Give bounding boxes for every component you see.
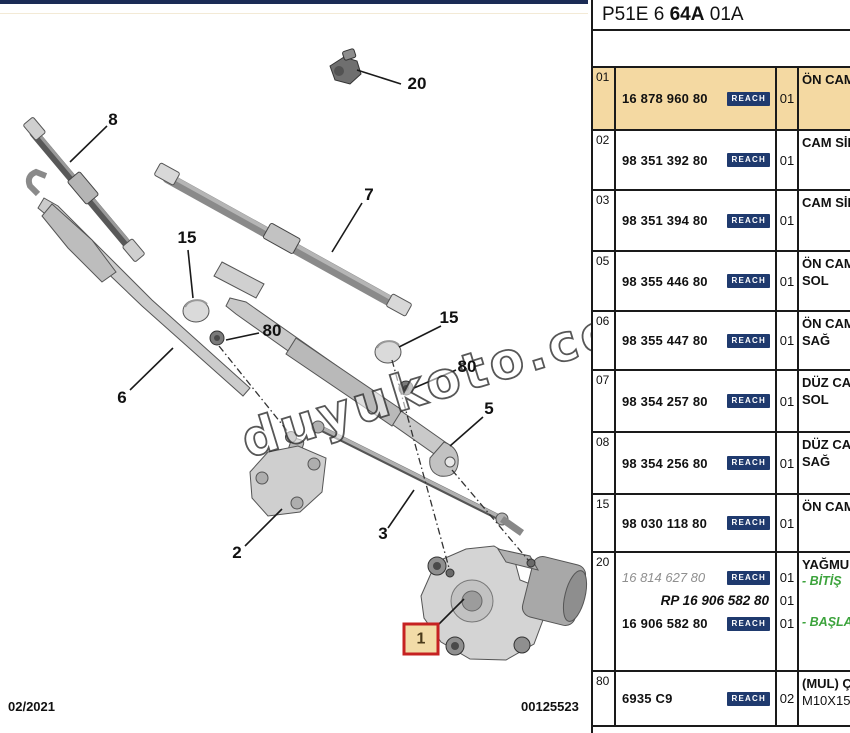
callout-80-right: 80 [457, 357, 477, 376]
part-number: 98 030 118 80 [622, 515, 708, 531]
callout-3: 3 [378, 524, 388, 543]
quantity-column: 01 01 01 [777, 553, 799, 670]
reach-badge[interactable]: REACH [726, 213, 770, 228]
callout-2: 2 [232, 543, 242, 562]
quantity: 02 [777, 672, 799, 725]
wiper-blade-8 [23, 117, 145, 262]
quantity: 01 [777, 131, 799, 189]
item-number: 06 [593, 312, 616, 369]
assembly-axis-lines [218, 345, 530, 569]
part-number: 98 355 447 80 [622, 333, 708, 348]
decor-line [0, 13, 588, 14]
pivot-cap-15-right [374, 340, 402, 364]
part-number-replacement: RP 16 906 582 80 [660, 593, 769, 608]
parts-table: P51E 6 64A 01A 01 16 878 960 80 REACH 01 … [591, 0, 850, 733]
linkage-rod-3 [311, 420, 525, 536]
callout-7: 7 [364, 185, 374, 204]
reach-badge[interactable]: REACH [726, 570, 770, 585]
table-row[interactable]: 15 98 030 118 80 REACH 01 ÖN CAM [593, 495, 850, 553]
callout-8: 8 [108, 110, 118, 129]
callout-5: 5 [484, 399, 494, 418]
reach-badge[interactable]: REACH [726, 394, 770, 408]
item-number: 15 [593, 495, 616, 551]
callout-20: 20 [407, 74, 427, 93]
part-description: CAM SİL [802, 195, 850, 210]
item-number: 07 [593, 371, 616, 431]
rain-sensor-20 [329, 48, 362, 85]
wiper-arm-5 [213, 261, 459, 477]
table-spacer [593, 31, 850, 68]
item-number: 05 [593, 252, 616, 310]
document-number: 00125523 [521, 699, 579, 714]
figure-code: P51E 6 64A 01A [593, 0, 850, 31]
part-number: 98 355 446 80 [622, 273, 708, 289]
exploded-diagram: duyukoto.com 20 8 7 6 15 80 15 80 5 3 2 … [0, 0, 591, 714]
quantity: 01 [777, 252, 799, 310]
wiper-motor-assembly-1 [420, 545, 588, 661]
callout-6: 6 [117, 388, 127, 407]
reach-badge[interactable]: REACH [726, 616, 770, 631]
part-number: 16 906 582 80 [622, 616, 708, 631]
part-description: ÖN CAM [802, 499, 850, 514]
quantity: 01 [777, 312, 799, 369]
part-number: 98 351 392 80 [622, 152, 708, 168]
part-description: YAĞMU - BİTİŞ - BAŞLA [802, 557, 850, 629]
pivot-cap-15-left [182, 299, 210, 323]
callout-leader-lines [69, 69, 484, 627]
quantity: 01 [777, 495, 799, 551]
callout-15-left: 15 [177, 228, 197, 247]
callout-80-left: 80 [262, 321, 282, 340]
revision-date: 02/2021 [8, 699, 55, 714]
table-row[interactable]: 03 98 351 394 80 REACH 01 CAM SİL [593, 191, 850, 252]
table-row[interactable]: 20 16 814 627 80 REACH RP 16 906 582 80 1… [593, 553, 850, 672]
part-number: 6935 C9 [622, 691, 673, 706]
part-number: 98 354 257 80 [622, 393, 708, 409]
table-row[interactable]: 01 16 878 960 80 REACH 01 ÖN CAM [593, 68, 850, 131]
part-number: 16 878 960 80 [622, 91, 708, 106]
quantity: 01 [777, 68, 799, 129]
reach-badge[interactable]: REACH [726, 456, 770, 470]
item-number: 08 [593, 433, 616, 493]
part-number: 98 351 394 80 [622, 213, 708, 228]
reach-badge[interactable]: REACH [726, 691, 770, 706]
wiper-parts-illustration: duyukoto.com [23, 48, 591, 661]
part-number-superseded: 16 814 627 80 [622, 570, 706, 585]
wiper-arm-6 [25, 168, 251, 397]
nut-80-right [398, 380, 414, 396]
top-navy-bar [0, 0, 588, 4]
reach-badge[interactable]: REACH [726, 516, 770, 530]
reach-badge[interactable]: REACH [726, 153, 770, 167]
pivot-bracket-2 [249, 431, 327, 517]
wiper-blade-7 [154, 162, 412, 317]
callout-1-box[interactable]: 1 [402, 622, 440, 656]
part-description: CAM SİL [802, 135, 850, 150]
reach-badge[interactable]: REACH [726, 333, 770, 348]
quantity: 01 [777, 191, 799, 250]
reach-badge[interactable]: REACH [726, 91, 770, 106]
item-number: 80 [593, 672, 616, 725]
reach-badge[interactable]: REACH [726, 274, 770, 288]
callout-15-right: 15 [439, 308, 459, 327]
part-number: 98 354 256 80 [622, 455, 708, 471]
watermark-text: duyukoto.com [235, 283, 591, 469]
nut-80-left [209, 330, 225, 346]
item-number: 01 [593, 68, 616, 129]
item-number: 03 [593, 191, 616, 250]
table-row[interactable]: 02 98 351 392 80 REACH 01 CAM SİL [593, 131, 850, 191]
item-number: 02 [593, 131, 616, 189]
part-description: ÖN CAM [802, 72, 850, 87]
quantity: 01 [777, 433, 799, 493]
quantity: 01 [777, 371, 799, 431]
item-number: 20 [593, 553, 616, 670]
